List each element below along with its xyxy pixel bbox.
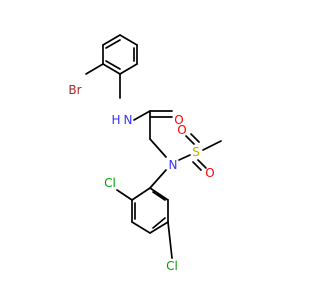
ring2-cl1-bond xyxy=(116,189,133,201)
s-o1-bond xyxy=(185,135,195,145)
atom-cl-ortho: Cl xyxy=(104,176,116,190)
ring2-bond xyxy=(131,221,151,234)
s-methyl-bond xyxy=(202,140,222,151)
ring1-bond xyxy=(119,34,138,46)
bond-lines xyxy=(85,34,222,259)
s-o2-double xyxy=(192,161,202,171)
n-c-bond xyxy=(133,110,151,121)
atom-sulfonyl-o2: O xyxy=(205,166,214,180)
atom-sulfonamide-n: N xyxy=(169,158,178,172)
s-o2-bond xyxy=(197,159,207,169)
c-br-bond xyxy=(85,63,104,75)
ring2-double xyxy=(152,217,166,229)
atom-amide-n: N xyxy=(124,113,133,127)
ring2-bond xyxy=(131,187,151,201)
ch2-n-bond xyxy=(149,138,167,158)
atom-s: S xyxy=(192,145,200,159)
molecule-structure: Br N H O N S O O Cl Cl xyxy=(68,34,222,273)
atom-amide-h: H xyxy=(111,113,120,127)
atom-br: Br xyxy=(68,83,81,97)
ring1-bond xyxy=(102,63,121,75)
ring1-double xyxy=(105,39,121,49)
atom-amide-o: O xyxy=(174,113,183,127)
atom-labels: Br N H O N S O O Cl Cl xyxy=(68,83,214,273)
ring2-bond xyxy=(149,221,169,234)
ring1-double xyxy=(105,60,121,70)
n-ring2-bond xyxy=(149,169,167,189)
ring1-bond xyxy=(119,63,138,75)
s-o1-double xyxy=(190,133,200,143)
ring1-bond xyxy=(102,34,121,46)
atom-sulfonyl-o1: O xyxy=(177,123,186,137)
ring2-double xyxy=(152,191,166,201)
ring2-cl2-bond xyxy=(167,221,173,259)
n-s-bond xyxy=(178,154,191,161)
atom-cl-para: Cl xyxy=(166,259,178,273)
ring2-bond xyxy=(149,187,169,201)
